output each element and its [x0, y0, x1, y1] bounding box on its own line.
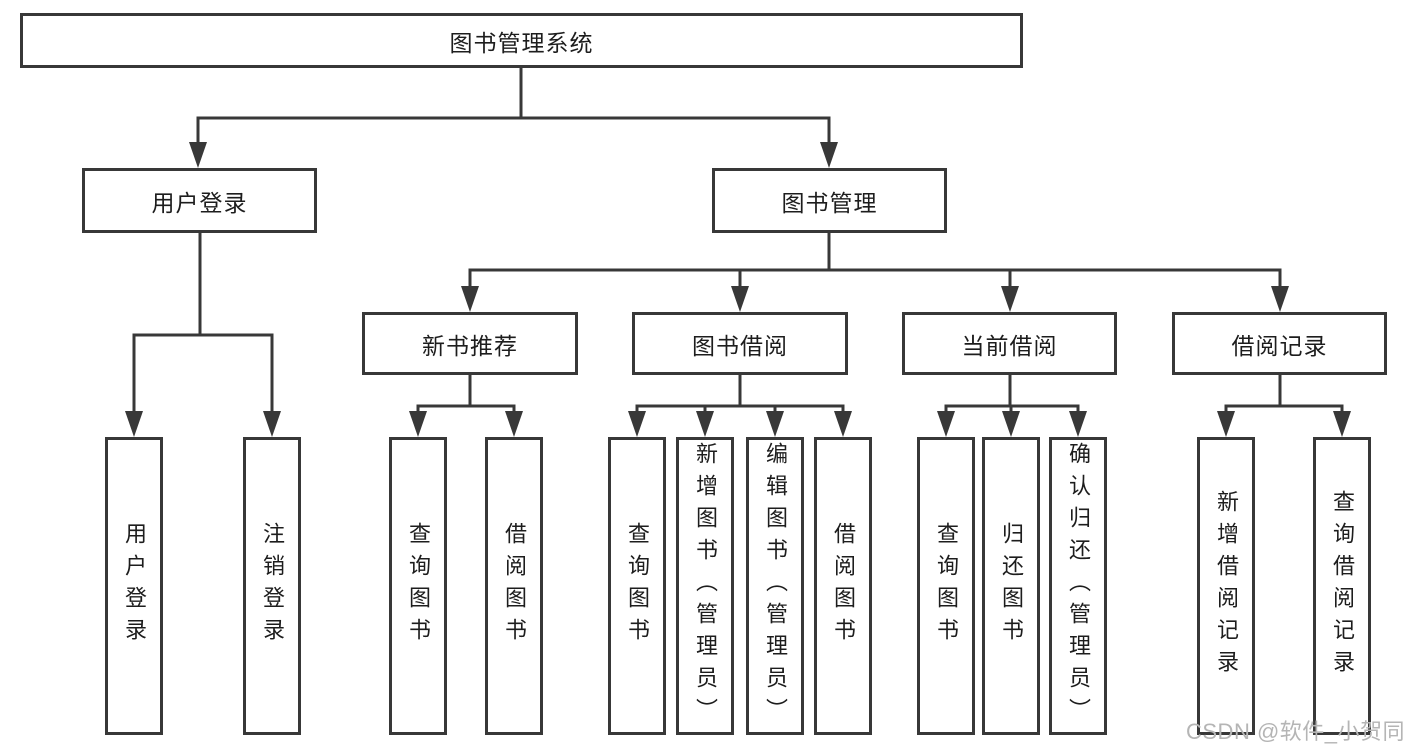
leaf-edit-book-admin: 编辑图书（管理员）: [746, 437, 804, 735]
node-label: 用户登录: [151, 189, 248, 216]
connector-user-login: [132, 231, 274, 415]
node-label: 新增借阅记录: [1214, 490, 1239, 682]
node-book-management: 图书管理: [712, 168, 947, 233]
node-label: 借阅图书: [502, 522, 527, 650]
node-label: 图书管理系统: [449, 29, 594, 56]
leaf-add-borrow-record: 新增借阅记录: [1197, 437, 1255, 735]
node-label: 当前借阅: [961, 332, 1058, 359]
leaf-return-book: 归还图书: [982, 437, 1040, 735]
leaf-user-login: 用户登录: [105, 437, 163, 735]
node-label: 查询图书: [625, 522, 650, 650]
connector-borrowing-records: [1224, 373, 1344, 415]
leaf-borrow-books-borrowing: 借阅图书: [814, 437, 872, 735]
arrowheads: [125, 142, 1351, 437]
node-user-login: 用户登录: [82, 168, 317, 233]
leaf-confirm-return-admin: 确认归还（管理员）: [1049, 437, 1107, 735]
node-label: 新增图书（管理员）: [693, 442, 718, 730]
node-borrowing-records: 借阅记录: [1172, 312, 1387, 375]
node-label: 归还图书: [999, 522, 1024, 650]
connector-book-borrowing: [635, 373, 845, 415]
leaf-borrow-books-recommend: 借阅图书: [485, 437, 543, 735]
node-label: 注销登录: [260, 522, 285, 650]
leaf-add-book-admin: 新增图书（管理员）: [676, 437, 734, 735]
node-label: 查询图书: [406, 522, 431, 650]
node-label: 确认归还（管理员）: [1066, 442, 1091, 730]
node-label: 用户登录: [122, 522, 147, 650]
node-label: 借阅图书: [831, 522, 856, 650]
node-label: 查询图书: [934, 522, 959, 650]
node-current-borrowing: 当前借阅: [902, 312, 1117, 375]
node-library-management-system: 图书管理系统: [20, 13, 1023, 68]
connector-current-borrowing: [944, 373, 1080, 415]
node-label: 编辑图书（管理员）: [763, 442, 788, 730]
node-book-borrowing: 图书借阅: [632, 312, 848, 375]
node-label: 查询借阅记录: [1330, 490, 1355, 682]
leaf-query-books-current: 查询图书: [917, 437, 975, 735]
node-label: 图书管理: [781, 189, 878, 216]
node-new-book-recommendation: 新书推荐: [362, 312, 578, 375]
leaf-query-books-recommend: 查询图书: [389, 437, 447, 735]
node-label: 新书推荐: [422, 332, 518, 359]
leaf-logout: 注销登录: [243, 437, 301, 735]
connector-book-management: [468, 231, 1282, 290]
node-label: 图书借阅: [692, 332, 788, 359]
leaf-query-borrow-record: 查询借阅记录: [1313, 437, 1371, 735]
connector-root: [196, 66, 831, 148]
node-label: 借阅记录: [1231, 332, 1328, 359]
csdn-watermark: CSDN @软件_小贺同学: [1186, 719, 1405, 744]
connector-new-book: [416, 373, 516, 415]
leaf-query-books-borrowing: 查询图书: [608, 437, 666, 735]
